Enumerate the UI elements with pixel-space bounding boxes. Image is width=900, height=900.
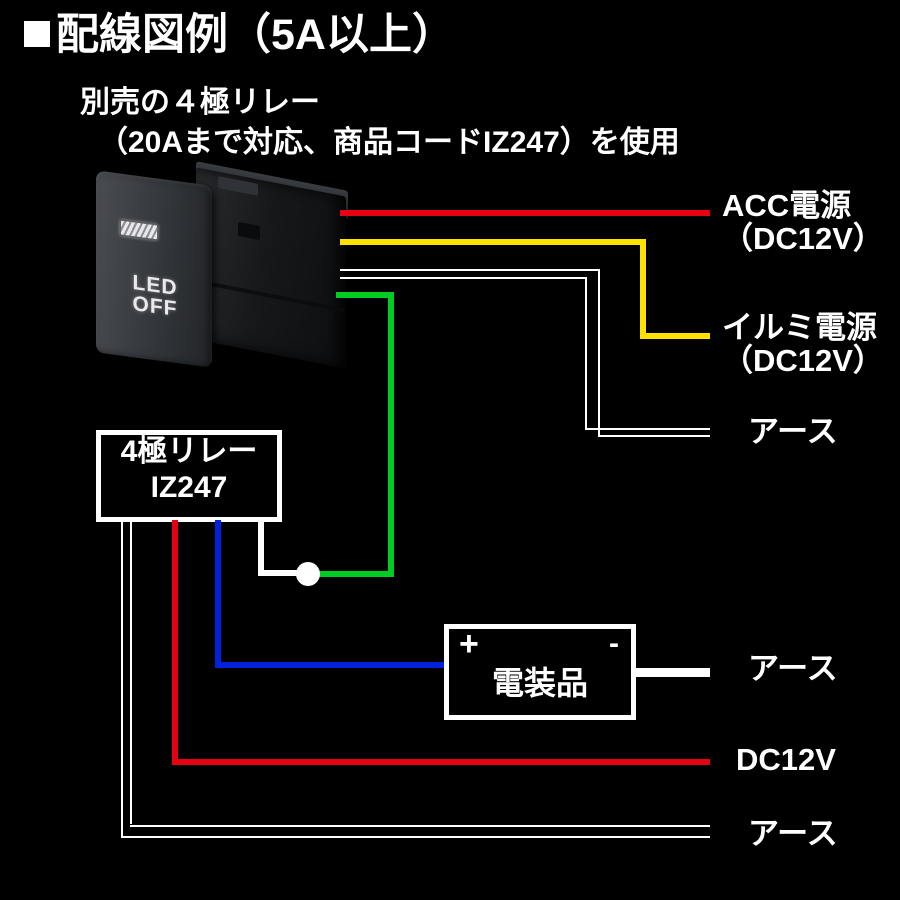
wire-ground-white-inner-horizontal-bottom xyxy=(585,428,710,430)
wire-ground-white-outer-horizontal-bottom xyxy=(598,435,710,437)
wire-ground-white-outer-vertical xyxy=(598,269,600,437)
relay-box-line-1: 4極リレー xyxy=(120,435,258,468)
subtitle-line-1: 別売の４極リレー xyxy=(80,86,320,119)
wire-illumi-yellow-horizontal-bottom xyxy=(640,333,710,339)
wire-relay-ground-outer-horizontal xyxy=(121,836,710,838)
wire-illumi-yellow-horizontal-top xyxy=(340,239,646,245)
relay-box-line-2: IZ247 xyxy=(150,471,228,504)
page-title: 配線図例（5A以上） xyxy=(24,14,455,57)
wire-acc-red-horizontal xyxy=(340,210,710,216)
switch-photo: LED OFF xyxy=(78,161,348,376)
wire-relay-ground-inner-vertical xyxy=(130,520,132,824)
label-acc-power-line-1: ACC電源 xyxy=(722,188,852,223)
wire-ground-white-outer-horizontal-top xyxy=(340,269,600,271)
device-box: + - 電装品 xyxy=(444,624,636,720)
label-acc-power-line-2: （DC12V） xyxy=(722,220,884,256)
label-illumi-power-line-2: （DC12V） xyxy=(722,342,884,378)
wire-device-ground-white xyxy=(632,668,710,677)
wire-power-red-vertical xyxy=(172,520,178,762)
subtitle-line-2: （20Aまで対応、商品コードIZ247）を使用 xyxy=(98,126,680,159)
wire-relay-white-control-horizontal xyxy=(258,570,314,576)
wire-relay-green-vertical xyxy=(388,292,394,577)
device-box-title: 電装品 xyxy=(491,665,588,701)
junction-dot xyxy=(296,562,320,586)
label-illumi-power-line-1: イルミ電源 xyxy=(722,310,877,345)
wire-power-red-horizontal xyxy=(172,759,710,765)
device-minus-terminal-label: - xyxy=(609,627,619,660)
label-earth-device: アース xyxy=(748,651,838,686)
wire-ground-white-inner-horizontal-top xyxy=(340,277,586,279)
wire-device-blue-horizontal xyxy=(215,662,448,668)
label-dc12v: DC12V xyxy=(736,742,836,777)
wire-relay-ground-outer-vertical xyxy=(121,520,123,836)
wire-ground-white-inner-vertical xyxy=(585,277,587,429)
wire-relay-white-control-vertical xyxy=(258,520,264,576)
switch-face xyxy=(96,170,212,368)
relay-box: 4極リレー IZ247 xyxy=(96,430,282,522)
label-illumi-power: イルミ電源 （DC12V） xyxy=(722,310,884,378)
wire-relay-green-horizontal-top xyxy=(336,292,394,298)
page-title-text: 配線図例（5A以上） xyxy=(56,11,455,59)
label-earth-bottom: アース xyxy=(748,816,838,851)
bullet-square-icon xyxy=(24,21,50,47)
wire-relay-ground-inner-horizontal xyxy=(130,825,710,827)
label-acc-power: ACC電源 （DC12V） xyxy=(722,188,884,256)
wire-illumi-yellow-vertical xyxy=(640,239,646,339)
wire-relay-green-horizontal-bottom xyxy=(308,571,394,577)
label-earth-top: アース xyxy=(748,414,838,449)
wire-device-blue-vertical xyxy=(215,520,221,668)
switch-housing xyxy=(196,167,346,369)
device-plus-terminal-label: + xyxy=(459,625,479,663)
